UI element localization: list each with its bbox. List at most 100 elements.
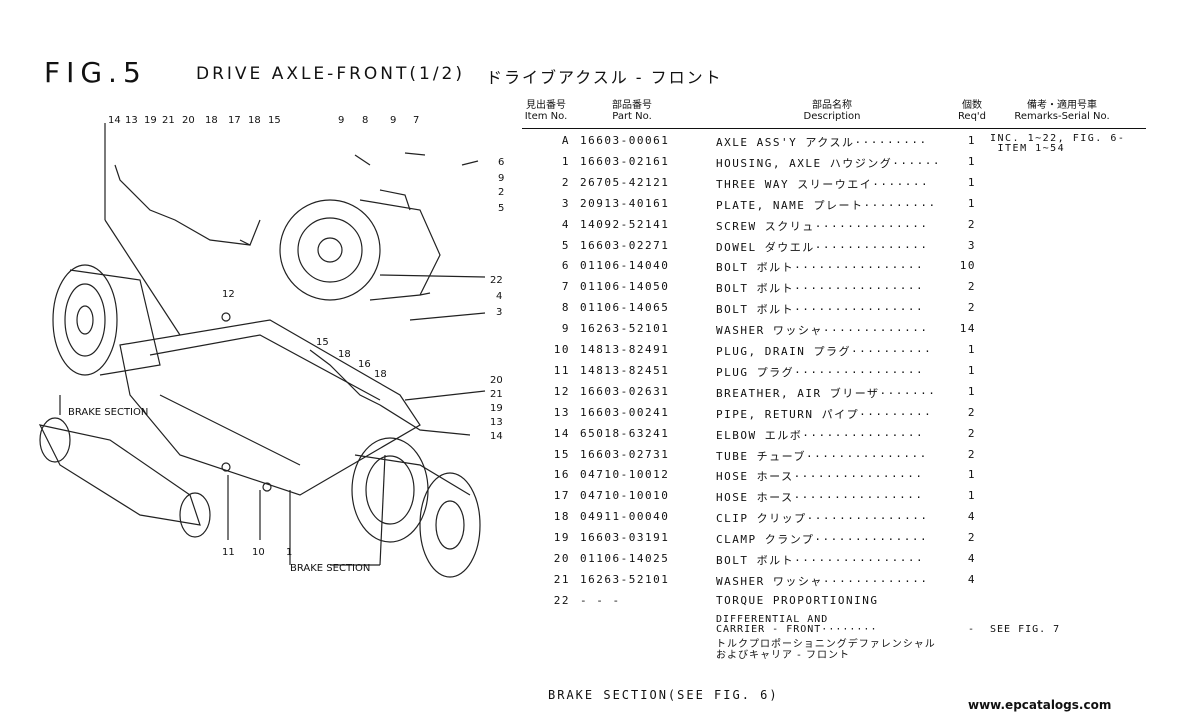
header-desc-jp: 部品名称 [812,100,852,111]
callout-6: 6 [498,157,504,168]
part-number: 01106-14040 [580,259,670,273]
brake-section-label-left: BRAKE SECTION [68,407,148,418]
quantity: 1 [967,489,976,503]
header-desc: 部品名称 Description [772,100,892,122]
part-number: 16603-02731 [580,447,670,461]
row22-qty: - [968,624,976,635]
callout-5: 5 [498,203,504,214]
item-number: 5 [561,238,570,252]
quantity: 2 [967,531,976,545]
item-number: 11 [553,363,570,377]
quantity: 2 [967,405,976,419]
description: PLATE, NAME プレート········· [716,198,937,212]
quantity: 10 [959,259,976,273]
callout-21: 21 [162,115,175,126]
row22-desc-line2: DIFFERENTIAL AND [716,614,829,625]
item-number: 22 [553,593,570,607]
item-number: 6 [561,259,570,273]
quantity: 1 [967,175,976,189]
header-item-en: Item No. [524,111,568,122]
part-number: 16603-00241 [580,405,670,419]
quantity: 14 [959,322,976,336]
callout-17: 17 [228,115,241,126]
header-qty-jp: 個数 [962,100,982,111]
callout-14b: 14 [490,431,503,442]
callout-1: 1 [286,547,292,558]
callout-14: 14 [108,115,121,126]
part-number: 16263-52101 [580,572,670,586]
description: CLIP クリップ··············· [716,512,929,526]
description: PIPE, RETURN パイプ········· [716,407,933,421]
part-number: 04710-10010 [580,489,670,503]
quantity: 1 [967,363,976,377]
callout-10: 10 [252,547,265,558]
callout-13: 13 [125,115,138,126]
part-number: 16603-03191 [580,531,670,545]
callout-2: 2 [498,187,504,198]
quantity: 2 [967,217,976,231]
description: BOLT ボルト················ [716,261,925,275]
header-remarks: 備考・適用号車 Remarks-Serial No. [1002,100,1122,122]
item-number: 9 [561,322,570,336]
item-number: 12 [553,384,570,398]
description: ELBOW エルボ··············· [716,428,925,442]
item-number: 16 [553,468,570,482]
item-number: 21 [553,572,570,586]
description: BOLT ボルト················ [716,554,925,567]
return-pipe [114,164,251,246]
brake-section-label-bottom: BRAKE SECTION [290,563,370,574]
quantity: 2 [967,280,976,294]
part-number: 01106-14065 [580,301,670,315]
description: HOUSING, AXLE ハウジング······ [716,156,941,170]
part-number: 04710-10012 [580,468,670,482]
quantity: 2 [967,426,976,440]
figure-number: FIG.5 [44,56,147,89]
quantity: 1 [967,384,976,398]
exploded-axle-drawing: 14 13 19 21 20 18 17 18 15 9 8 9 7 6 9 2… [38,115,504,578]
item-number: 10 [553,343,570,356]
header-desc-en: Description [803,111,861,122]
quantity: 1 [967,468,976,482]
quantity: 1 [967,196,976,210]
part-number: 26705-42121 [580,175,670,189]
part-number: 14813-82451 [580,363,670,377]
item-number: 4 [561,217,570,231]
row22-remarks: SEE FIG. 7 [990,624,1061,635]
callout-21b: 21 [490,389,503,400]
part-number: 16263-52101 [580,322,670,336]
remarks: INC. 1~22, FIG. 6- ITEM 1~54 [990,133,1126,154]
callout-9a: 9 [338,115,344,126]
header-item-jp: 見出番号 [526,100,566,111]
row22-desc-line3: CARRIER - FRONT········ [716,624,878,635]
table-row: 6 01106-14040 BOLT ボルト················ 10 [522,259,1146,279]
callout-18c: 18 [338,349,351,360]
part-number: 14813-82491 [580,343,670,356]
header-qty: 個数 Req'd [950,100,994,122]
callout-9b: 9 [390,115,396,126]
callout-3: 3 [496,307,502,318]
description: HOSE ホース················ [716,470,924,484]
callout-19: 19 [144,115,157,126]
item-number: 19 [553,531,570,545]
item-number: 17 [553,489,570,503]
item-number: 3 [561,196,570,210]
header-part-en: Part No. [612,111,652,122]
callout-15a: 15 [268,115,281,126]
callout-20: 20 [182,115,195,126]
quantity: 3 [967,238,976,252]
description: BREATHER, AIR ブリーザ······· [716,386,937,400]
header-item: 見出番号 Item No. [522,100,570,122]
